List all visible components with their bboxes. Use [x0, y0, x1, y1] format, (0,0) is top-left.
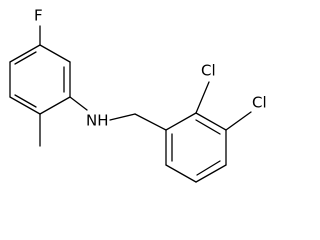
bond-ring-to-amine	[69, 96, 88, 111]
bond-ring-to-chlorine-2	[195, 81, 210, 114]
chlorine-3-label: Cl	[252, 94, 267, 112]
bond	[165, 164, 197, 183]
fluorine-label: F	[34, 7, 43, 25]
chlorine-2-label: Cl	[201, 62, 216, 80]
amine-label: NH	[86, 112, 109, 130]
chemical-structure: F NH Cl Cl	[9, 7, 267, 183]
bond-amine-to-methylene	[109, 113, 136, 121]
double-bond-inner-line	[196, 160, 221, 176]
dichlorophenyl-ring	[165, 112, 227, 183]
bond	[165, 112, 197, 131]
bond	[195, 112, 227, 131]
bond	[39, 44, 71, 63]
bond	[195, 164, 227, 183]
bond-ring-to-chlorine-3	[225, 111, 252, 131]
bond	[39, 96, 71, 115]
double-bond-inner-line	[14, 51, 37, 65]
double-bond-inner-line	[195, 119, 221, 135]
bond	[9, 44, 41, 63]
bond-methylene-to-ring	[134, 113, 167, 131]
fluoro-methyl-phenyl-ring	[9, 44, 71, 115]
bond	[9, 96, 41, 115]
double-bond-inner-line	[14, 94, 37, 108]
